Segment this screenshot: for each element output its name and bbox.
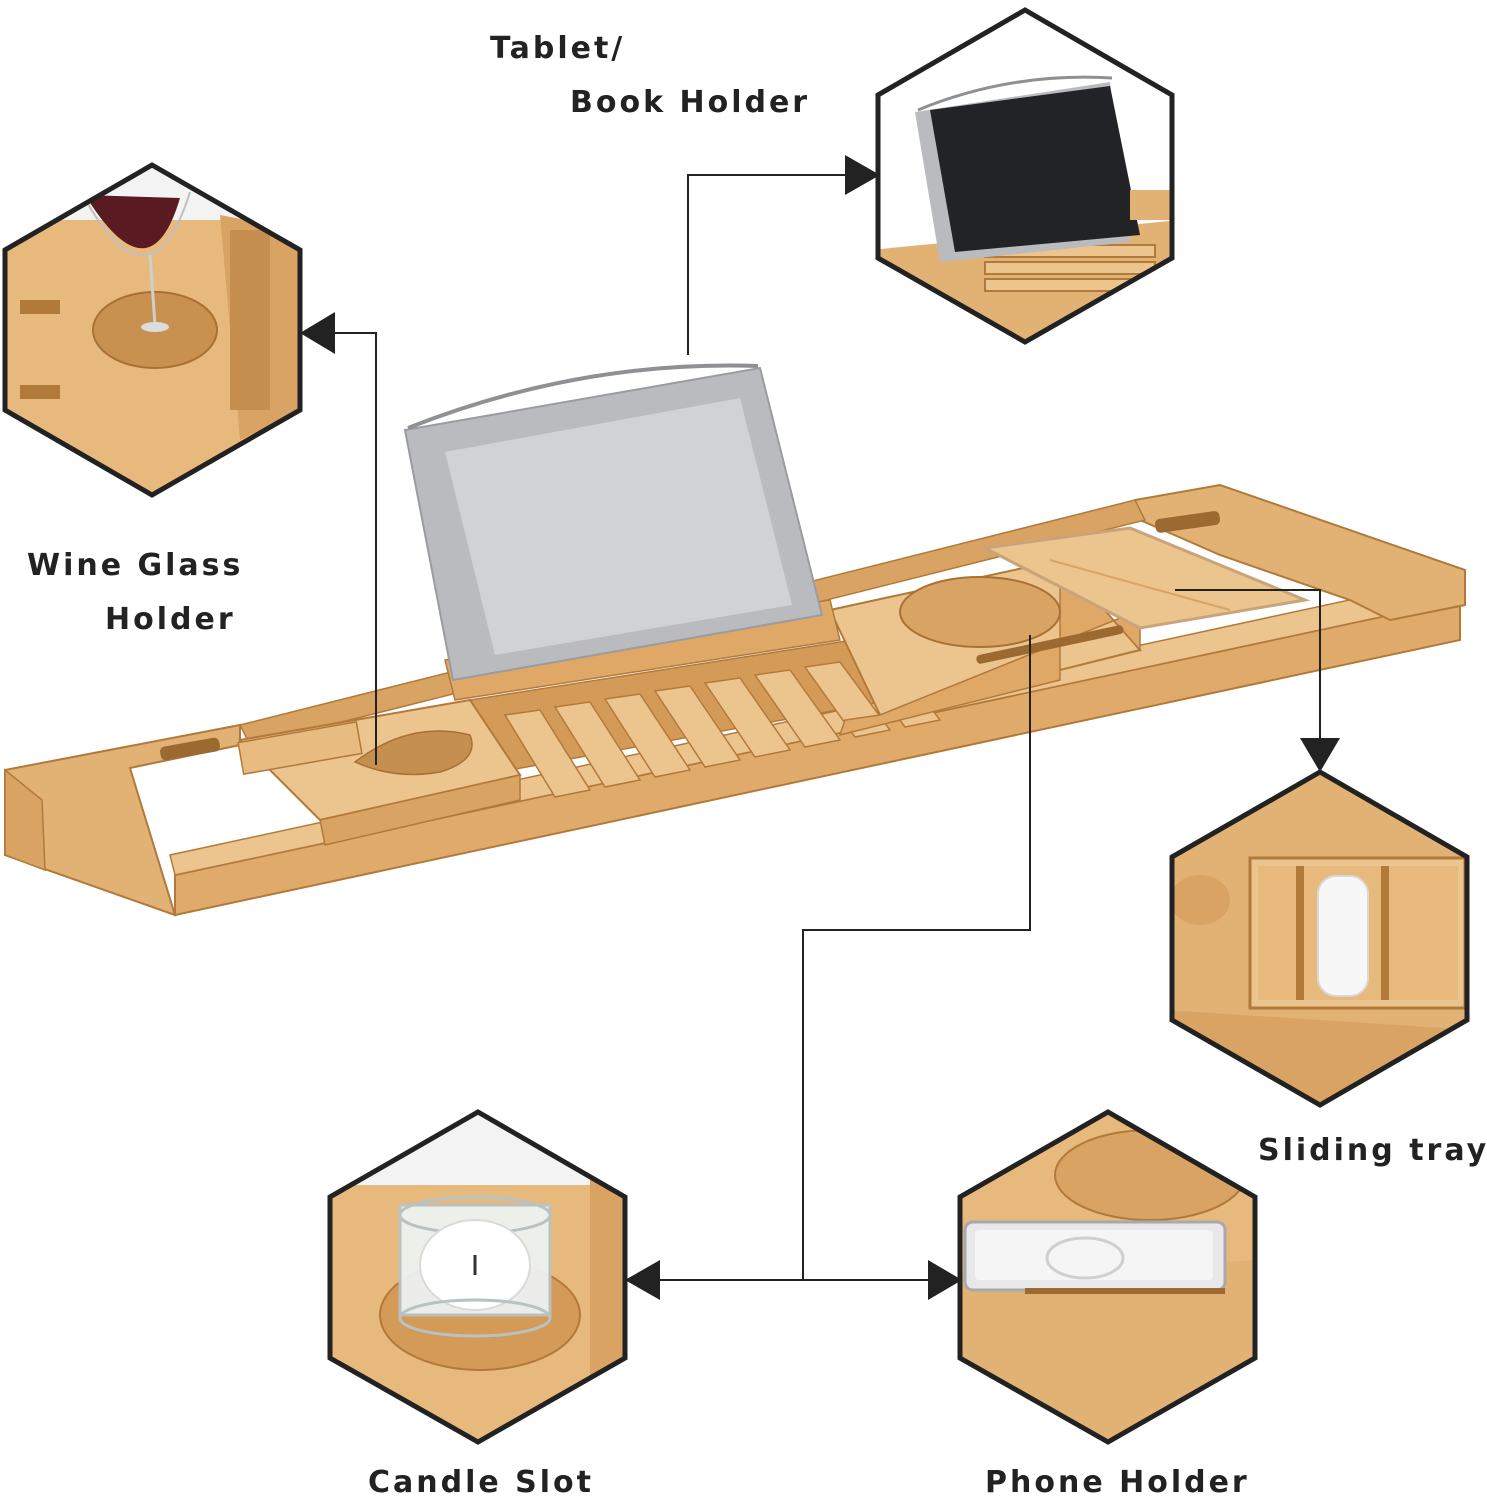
caddy-wine-board-front xyxy=(319,774,521,846)
tablet-holder-label: Tablet/ xyxy=(490,22,625,76)
bath-caddy-main xyxy=(4,363,1466,917)
connector-wine xyxy=(330,332,377,765)
caddy-cup-holder xyxy=(899,576,1061,648)
hex-phone xyxy=(957,1109,1258,1445)
hex-candle xyxy=(327,1109,628,1445)
wine-glass-label: Wine Glass xyxy=(27,539,243,593)
connector-phone-candle xyxy=(802,635,1031,1280)
connector-tray xyxy=(1175,589,1321,740)
caddy-sliding-tray xyxy=(980,526,1311,630)
caddy-phone-slot xyxy=(976,625,1124,664)
caddy-tablet-fabric-inner xyxy=(445,398,792,655)
arrow-wine xyxy=(300,312,335,354)
caddy-wine-board-step xyxy=(237,720,363,776)
caddy-right-handle-slot xyxy=(1154,511,1221,533)
caddy-right-board-front xyxy=(838,558,1141,737)
candle-slot-label: Candle Slot xyxy=(368,1465,595,1500)
connector-tablet xyxy=(687,174,848,355)
caddy-left-handle-slot xyxy=(160,737,220,761)
arrow-tablet xyxy=(845,155,880,195)
arrow-tray xyxy=(1300,738,1340,772)
hex-wine-glass xyxy=(2,162,303,498)
arrow-candle xyxy=(625,1260,660,1300)
connectors xyxy=(330,174,1321,1281)
arrow-phone xyxy=(928,1260,962,1300)
wine-glass-label-2: Holder xyxy=(105,593,236,647)
sliding-tray-label: Sliding tray xyxy=(1258,1133,1487,1168)
phone-holder-label: Phone Holder xyxy=(985,1465,1250,1500)
wine-glass-label-line1: Wine Glass xyxy=(27,548,244,583)
caddy-tablet-wire xyxy=(407,363,759,430)
caddy-wine-glass-cutout xyxy=(353,730,473,776)
wine-glass-label-line2: Holder xyxy=(105,602,236,637)
caddy-sliding-tray-divider xyxy=(1049,559,1231,611)
tablet-holder-label-line1: Tablet/ xyxy=(490,31,626,66)
arrowheads xyxy=(300,155,1340,1300)
hex-sliding-tray xyxy=(1169,769,1470,1108)
tablet-holder-label-2: Book Holder xyxy=(570,76,810,130)
tablet-holder-label-line2: Book Holder xyxy=(570,85,811,120)
hex-tablet xyxy=(875,7,1175,345)
caddy-left-frame-front xyxy=(4,768,46,872)
